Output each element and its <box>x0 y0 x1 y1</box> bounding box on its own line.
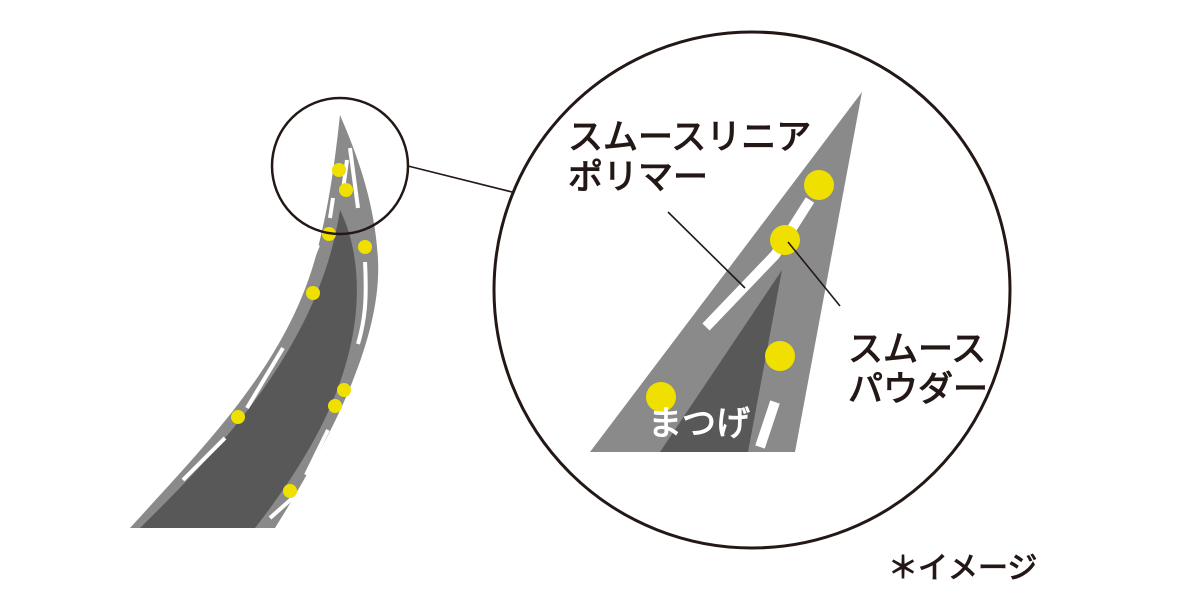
label-polymer-line1: スムースリニア <box>568 118 812 158</box>
image-note: ＊イメージ <box>888 551 1038 586</box>
zoom-lash-coating <box>590 92 862 452</box>
zoom-polymer-stripes <box>702 197 815 449</box>
label-powder-line1: スムース <box>848 330 987 370</box>
label-polymer-line2: ポリマー <box>568 158 709 199</box>
lash-core <box>140 210 357 528</box>
powder-dots-small <box>231 163 372 498</box>
zoom-powder-dots <box>646 170 834 412</box>
magnifier-connector <box>407 165 513 193</box>
zoom-lash-core <box>660 270 782 452</box>
leader-line-powder <box>787 241 841 307</box>
label-powder-line2: パウダー <box>848 370 989 411</box>
polymer-stripes-left <box>181 159 349 482</box>
curved-eyelash <box>130 96 410 528</box>
magnified-view <box>492 30 1012 550</box>
label-smooth-linear-polymer: スムースリニア ポリマー <box>568 118 811 199</box>
leader-line-polymer <box>667 211 746 289</box>
label-smooth-powder: スムース パウダー <box>848 330 988 411</box>
polymer-stripes-right <box>268 147 368 520</box>
label-eyelash: まつげ <box>648 404 750 444</box>
